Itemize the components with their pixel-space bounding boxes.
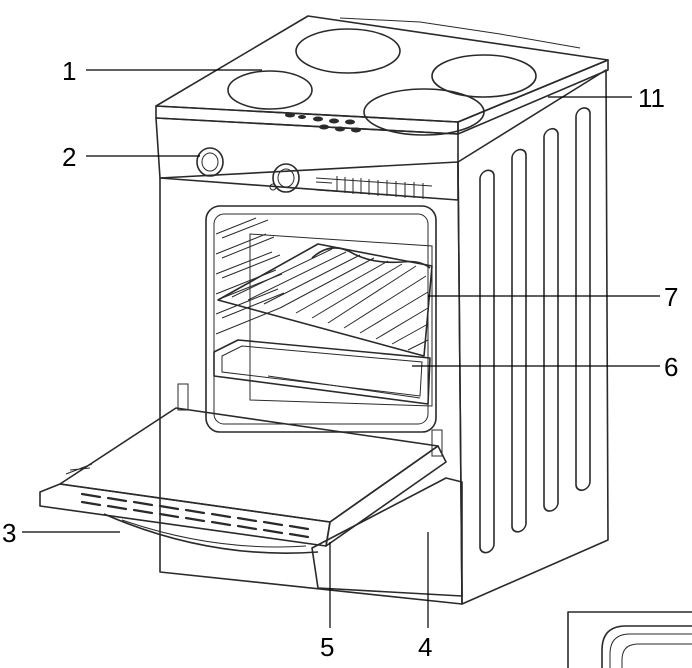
callout-5: 5 (320, 632, 334, 662)
cooking-zone-rear-right (431, 54, 537, 98)
control-knobs (196, 147, 300, 193)
ceramic-hob (155, 15, 609, 136)
oven-door (39, 383, 447, 554)
function-symbols (315, 176, 433, 199)
cooking-zone-rear-left (295, 28, 401, 74)
callout-7: 7 (664, 282, 678, 312)
oven-opening (205, 205, 437, 433)
side-panel-ribs (479, 107, 591, 554)
callout-4: 4 (418, 632, 432, 662)
door-handle (103, 513, 319, 554)
callout-1: 1 (62, 56, 76, 86)
hob-glass (155, 15, 609, 123)
hob-touch-controls (285, 112, 361, 133)
callout-11: 11 (638, 83, 665, 113)
knob-left (196, 147, 224, 177)
cooking-zone-front-left (227, 70, 313, 110)
cabinet-front-frame (159, 161, 463, 605)
oven-cavity (205, 205, 437, 433)
shelf-runners (215, 217, 285, 335)
wire-shelf (217, 243, 433, 357)
callout-2: 2 (62, 142, 76, 172)
callout-labels: 1 2 3 4 5 6 7 11 (2, 56, 678, 662)
leader-lines (22, 69, 660, 628)
door-inner-panel (59, 407, 439, 523)
storage-drawer (311, 477, 463, 597)
detail-inset (567, 611, 692, 668)
control-panel (155, 117, 459, 201)
door-vent-slots (80, 492, 310, 539)
knob-right (272, 163, 300, 193)
callout-6: 6 (664, 352, 678, 382)
cooking-zone-front-right (363, 88, 485, 136)
baking-tray (213, 339, 431, 405)
cabinet (155, 59, 609, 605)
callout-3: 3 (2, 518, 16, 548)
